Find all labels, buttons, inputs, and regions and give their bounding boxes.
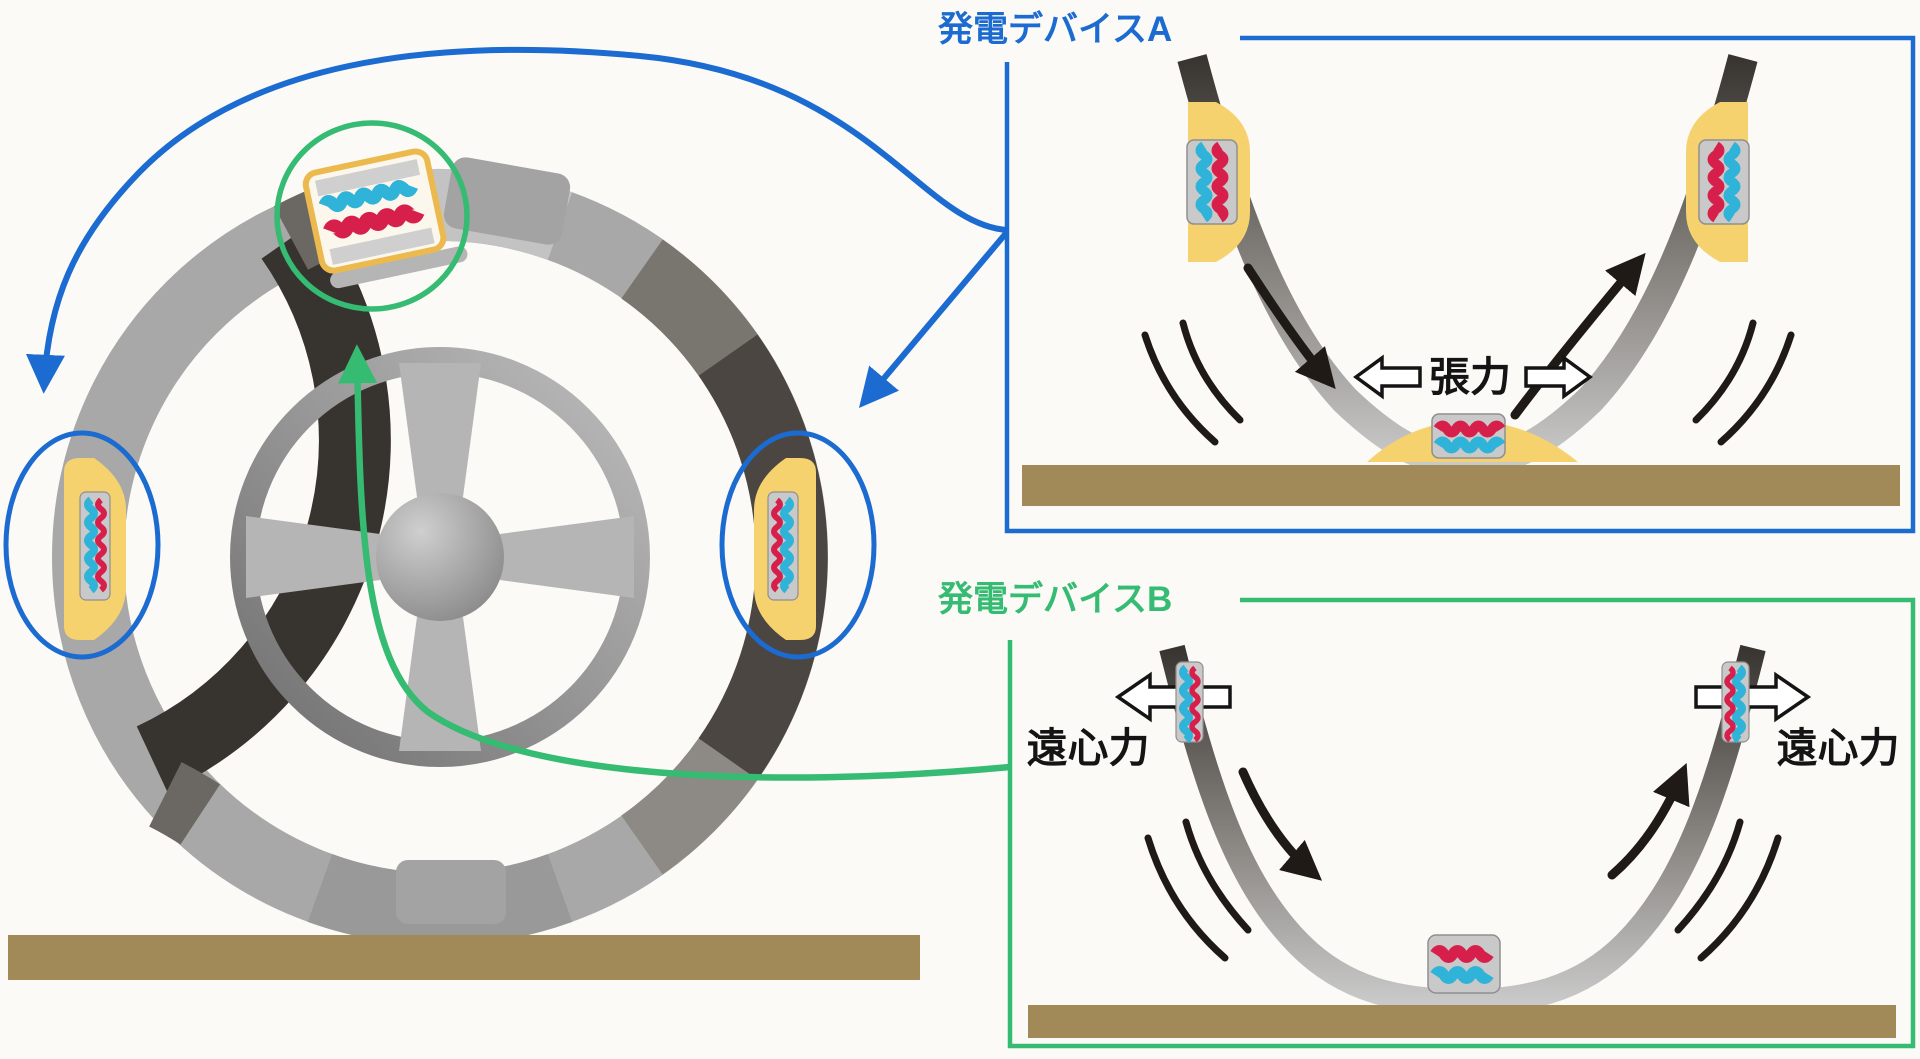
connector-blue-to-right-device xyxy=(858,230,1010,408)
ground-wheel xyxy=(8,935,920,980)
ground-panel-b xyxy=(1028,1005,1896,1038)
wheel-hub xyxy=(376,493,504,621)
panel-b-tire xyxy=(1159,644,1766,1016)
panel-b-device-left xyxy=(1176,662,1203,742)
callout-ellipse-top-green xyxy=(274,120,470,312)
centrifugal-label-right: 遠心力 xyxy=(1777,725,1900,771)
tension-label: 張力 xyxy=(1429,354,1511,400)
panel-a-rotation-arrow-right xyxy=(1510,252,1646,420)
panel-b-rotation-arrow-left xyxy=(1238,767,1323,881)
wheel-device-left xyxy=(64,458,126,640)
ground-panel-a xyxy=(1022,465,1900,506)
callout-ellipse-right-blue xyxy=(719,430,877,660)
panel-a-motion-lines xyxy=(1141,319,1795,446)
panel-b-title: 発電デバイスB xyxy=(937,579,1172,619)
wheel-device-right xyxy=(754,458,816,640)
wheel-device-top xyxy=(302,148,468,289)
panel-a: 張力 発電デバイスA xyxy=(937,9,1916,534)
callout-ellipse-left-blue xyxy=(3,430,161,660)
connector-green-to-top-device xyxy=(338,344,1011,781)
panel-a-rotation-arrow-left xyxy=(1243,263,1336,390)
panel-a-border xyxy=(1004,35,1916,534)
centrifugal-label-left: 遠心力 xyxy=(1027,725,1150,771)
panel-a-title: 発電デバイスA xyxy=(937,9,1172,49)
tension-arrow-left xyxy=(1354,356,1422,398)
wheel-rim xyxy=(230,347,650,767)
panel-a-tire xyxy=(1177,54,1758,478)
wheel-overview xyxy=(8,148,920,980)
panel-a-device-left xyxy=(1187,102,1250,262)
tire-inner-block-top xyxy=(443,157,571,245)
tire-inner-block-bottom xyxy=(396,860,506,924)
panel-b-device-bottom xyxy=(1428,935,1500,993)
panel-b-device-right xyxy=(1722,662,1749,742)
panel-a-device-right xyxy=(1686,102,1749,262)
panel-b-motion-lines xyxy=(1144,818,1782,962)
connector-blue-to-left-device xyxy=(25,46,1008,394)
panel-b: 遠心力 遠心力 発電デバイスB xyxy=(937,579,1916,1049)
panel-a-device-contact xyxy=(1367,414,1578,462)
panel-b-rotation-arrow-right xyxy=(1607,763,1690,880)
panel-b-border xyxy=(1007,597,1916,1049)
